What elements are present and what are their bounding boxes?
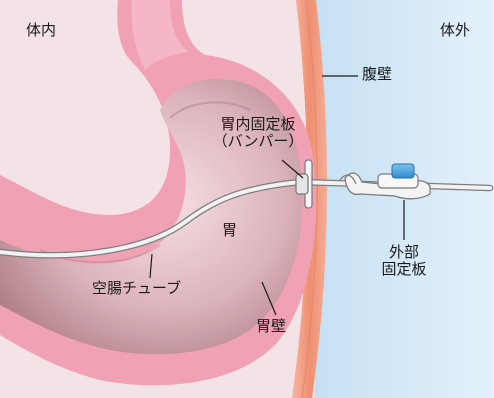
external-plate-label-line1: 外部 <box>372 244 436 261</box>
bumper-label-line2: （バンパー） <box>208 133 308 150</box>
outside-body-label: 体外 <box>440 22 470 39</box>
clip <box>392 164 414 178</box>
inside-body-label: 体内 <box>26 22 56 39</box>
bumper-label: 胃内固定板 （バンパー） <box>208 116 308 151</box>
abdominal-wall-label: 腹壁 <box>362 66 392 83</box>
external-plate-label: 外部 固定板 <box>372 244 436 279</box>
jejunal-tube-label: 空腸チューブ <box>92 280 181 297</box>
bumper-label-line1: 胃内固定板 <box>208 116 308 133</box>
external-plate-label-line2: 固定板 <box>372 261 436 278</box>
stomach-label: 胃 <box>222 222 237 239</box>
stomach-wall-label: 胃壁 <box>256 318 286 335</box>
